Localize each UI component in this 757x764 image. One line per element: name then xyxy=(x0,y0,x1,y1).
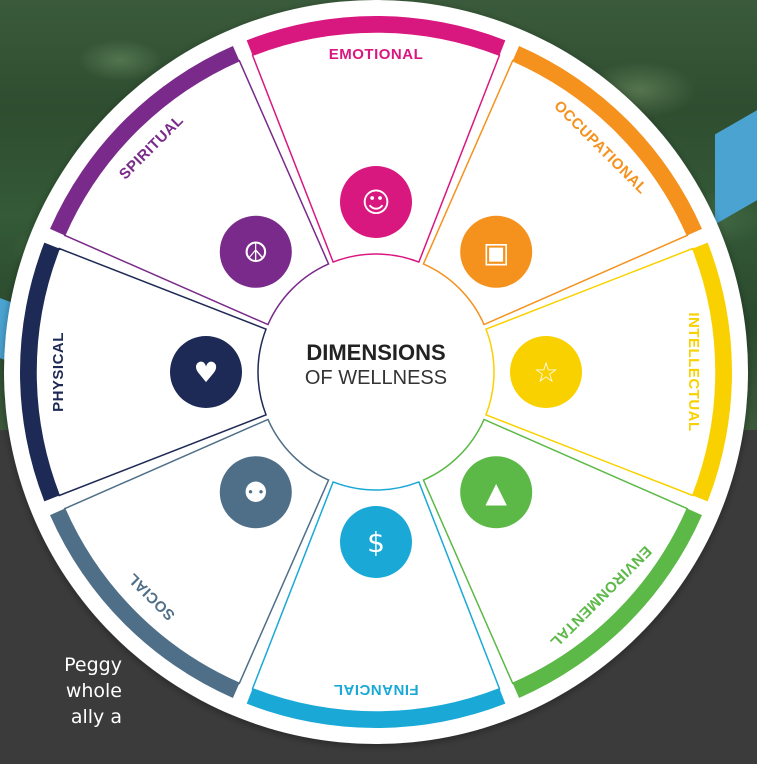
segment-band xyxy=(692,242,733,502)
segment-band xyxy=(50,508,240,698)
heart-pulse-icon: ♥ xyxy=(193,356,218,389)
body-text-line: ally a xyxy=(70,706,122,728)
lightbulb-icon: ☆ xyxy=(533,356,558,389)
group-icon: ⚉ xyxy=(243,476,268,509)
segment-spiritual: ☮SPIRITUAL xyxy=(50,46,330,326)
tree-icon: ▲ xyxy=(485,476,507,509)
piggy-bank-icon-badge xyxy=(340,506,412,578)
segment-band xyxy=(512,46,702,236)
group-icon-badge xyxy=(219,456,292,529)
center-subtitle: OF WELLNESS xyxy=(305,367,447,389)
body-text: Peggy whole ally a xyxy=(0,652,122,730)
center-title: DIMENSIONS xyxy=(306,340,445,365)
lightbulb-icon-badge xyxy=(510,336,582,408)
head-brain-icon-badge xyxy=(340,166,412,238)
segment-band xyxy=(246,15,506,56)
segment-band xyxy=(19,242,60,502)
meditation-icon-badge xyxy=(219,215,292,288)
segment-environmental: ▲ENVIRONMENTAL xyxy=(422,418,702,698)
segment-physical: ♥ PHYSICAL xyxy=(19,242,268,502)
segment-outline xyxy=(251,31,501,264)
segment-label-emotional: EMOTIONAL xyxy=(329,46,424,63)
segment-social: ⚉SOCIAL xyxy=(50,418,330,698)
segment-label-physical: PHYSICAL xyxy=(50,332,67,412)
heart-pulse-icon-badge xyxy=(170,336,242,408)
tree-icon-badge xyxy=(460,456,533,529)
briefcase-icon-badge xyxy=(460,215,533,288)
segment-emotional: ☺ EMOTIONAL xyxy=(246,15,506,264)
briefcase-icon: ▣ xyxy=(483,236,509,269)
wheel-center: DIMENSIONS OF WELLNESS xyxy=(305,340,447,389)
segment-label-intellectual: INTELLECTUAL xyxy=(685,312,702,431)
segment-outline xyxy=(484,247,717,497)
piggy-bank-icon: $ xyxy=(367,526,385,559)
body-text-line: Peggy xyxy=(64,654,122,676)
head-brain-icon: ☺ xyxy=(361,186,390,219)
body-text-line: whole xyxy=(65,680,122,702)
segment-financial: $ FINANCIAL xyxy=(246,480,506,729)
segment-band xyxy=(50,46,240,236)
segment-outline xyxy=(35,247,268,497)
segment-band xyxy=(512,508,702,698)
segment-outline xyxy=(251,480,501,713)
meditation-icon: ☮ xyxy=(243,236,268,269)
segment-intellectual: ☆ INTELLECTUAL xyxy=(484,242,733,502)
segment-band xyxy=(246,688,506,729)
segment-label-financial: FINANCIAL xyxy=(333,681,418,698)
wheel-hub xyxy=(262,258,490,486)
